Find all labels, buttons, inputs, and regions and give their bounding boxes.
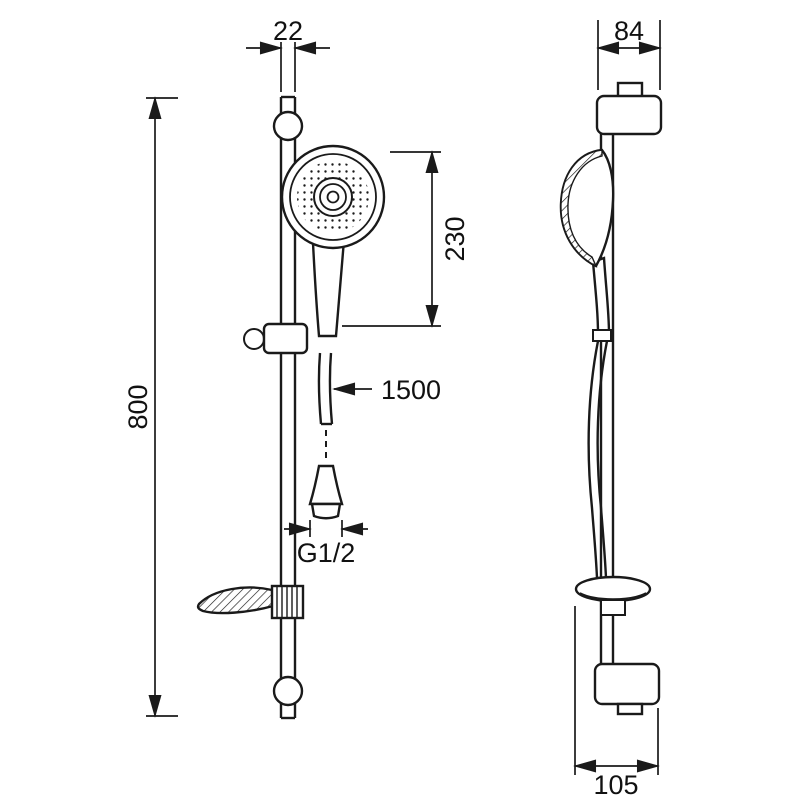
side-hose [587, 329, 612, 579]
bottom-wall-bracket [593, 662, 661, 716]
shower-hose [317, 352, 334, 462]
dimension-bracket-depth: 105 [573, 606, 660, 800]
handset-handle [311, 238, 346, 338]
dimension-rail-diameter: 22 [246, 14, 330, 92]
handset-spray-face-hatch [560, 149, 603, 268]
dim-bracket-depth-label: 105 [593, 770, 638, 800]
dim-hose-length-label: 1500 [381, 375, 441, 405]
handset-side [559, 148, 615, 336]
side-view: 84 105 [559, 16, 663, 800]
dim-rail-length-label: 800 [123, 384, 153, 429]
dimension-rail-length: 800 [123, 96, 178, 718]
dim-handset-height-label: 230 [440, 216, 470, 261]
dimension-handset-height: 230 [342, 150, 470, 328]
dimension-thread: G1/2 [284, 520, 368, 568]
handset-head [280, 144, 386, 250]
front-view: 22 800 230 1500 G1/2 [123, 14, 470, 720]
dim-thread-label: G1/2 [297, 538, 356, 568]
hose-connector [308, 464, 344, 520]
rail-top-knob [272, 110, 304, 142]
soap-dish-side [574, 575, 652, 616]
soap-dish [196, 584, 305, 620]
dimension-hose-length: 1500 [332, 375, 441, 405]
dimension-bracket-width: 84 [596, 16, 662, 90]
top-wall-bracket [595, 81, 663, 136]
rail-bottom-knob [272, 675, 304, 707]
dim-rail-diameter-label: 22 [273, 16, 303, 46]
dim-bracket-width-label: 84 [614, 16, 644, 46]
slider-bracket [243, 322, 309, 355]
